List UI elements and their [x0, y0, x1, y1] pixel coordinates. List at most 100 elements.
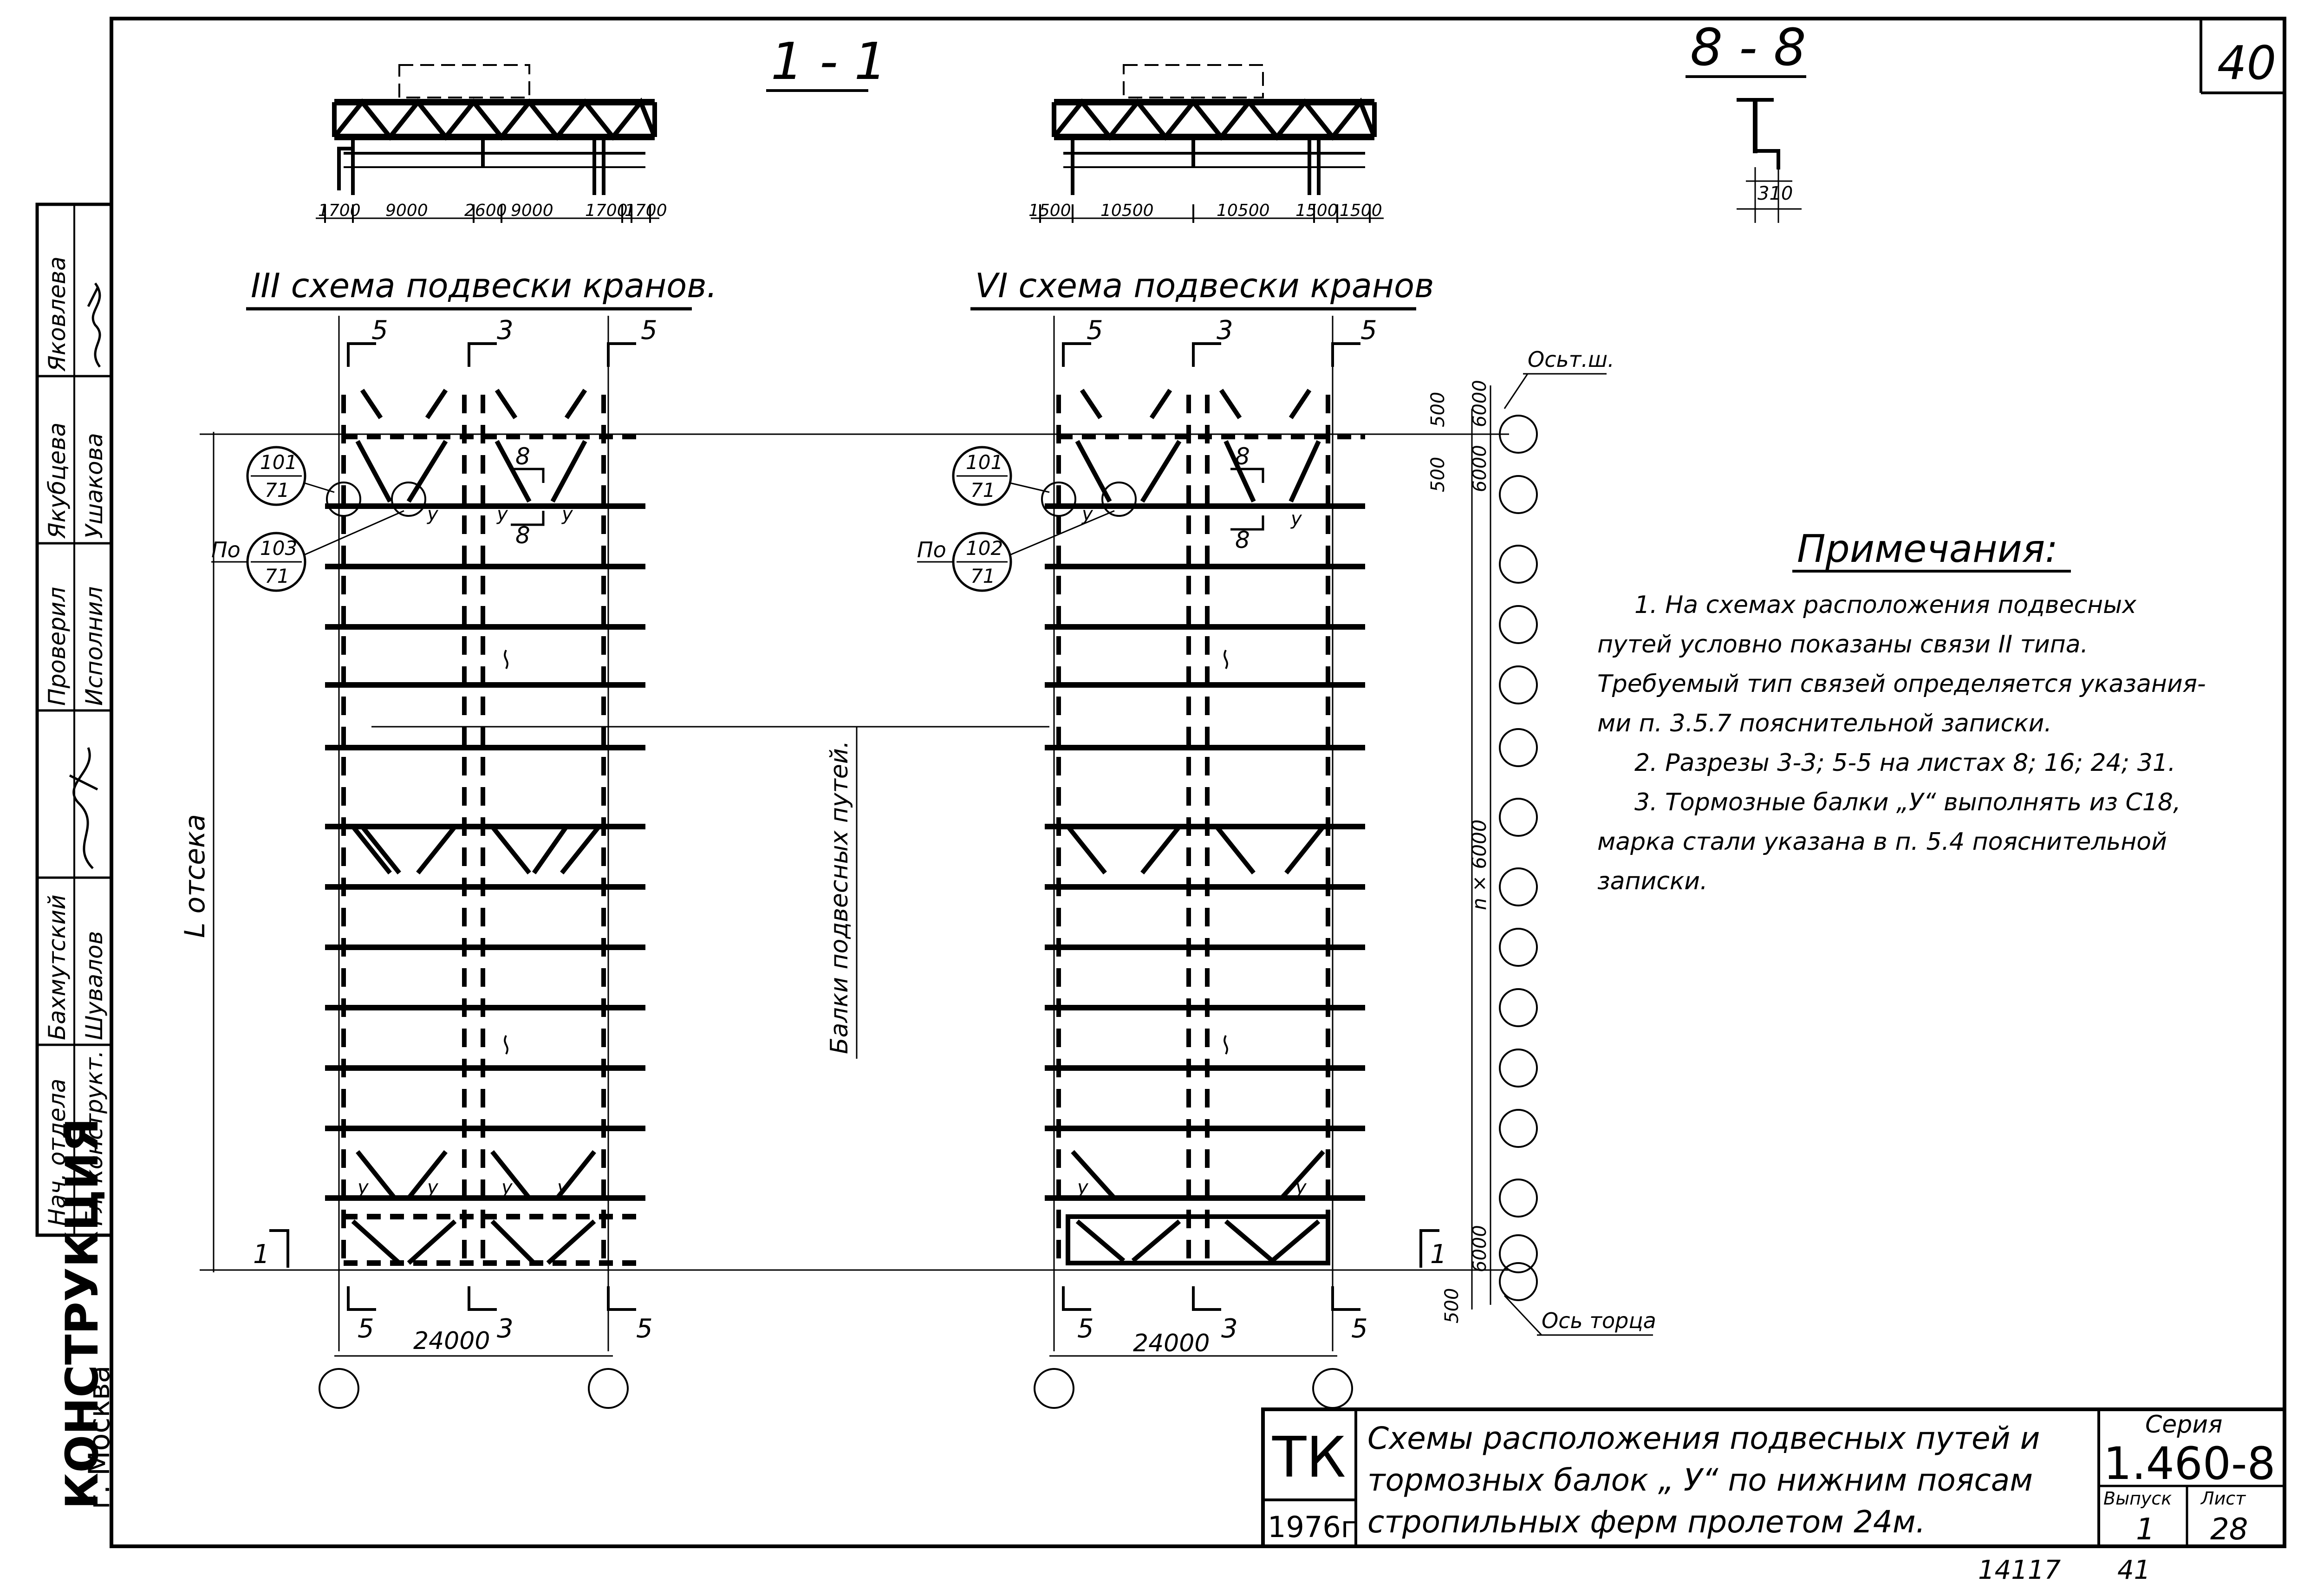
footer-number-1: 14117 — [1978, 1555, 2061, 1585]
notes-title: Примечания: — [1797, 527, 2058, 571]
note-line-1: 1. На схемах расположения подвесных — [1634, 591, 2137, 619]
cut-8-top-right: 8 — [1235, 443, 1250, 470]
side-role-2: Бахмутский — [44, 894, 71, 1040]
cut-5-bottom-c: 5 — [1077, 1314, 1094, 1344]
cut-5-top-a: 5 — [371, 315, 388, 345]
stamp-org-code: ТК — [1272, 1426, 1346, 1490]
dim-left-3: 2600 — [464, 201, 507, 220]
callout-right-2-top: 102 — [966, 537, 1003, 560]
cut-5-top-b: 5 — [641, 315, 657, 345]
callout-left-1-bottom: 71 — [265, 479, 289, 502]
cut-5-bottom-a: 5 — [358, 1314, 374, 1344]
signature-2 — [87, 282, 101, 368]
scheme-right-title: VI схема подвески кранов — [975, 266, 1434, 305]
scheme-right: 1500 10500 10500 1500 1500 VI схема подв… — [917, 64, 1447, 1409]
stamp-year: 1976г — [1268, 1510, 1356, 1544]
scheme-left-title: III схема подвески кранов. — [251, 266, 717, 305]
callout-left-2-bottom: 71 — [265, 565, 289, 587]
dim-left-6: 1700 — [625, 201, 667, 220]
beam-y-label-5: у — [427, 1177, 439, 1198]
beam-y-label-r2: у — [1290, 508, 1302, 529]
note-line-4: ми п. 3.5.7 пояснительной записки. — [1597, 710, 2052, 737]
note-line-8: записки. — [1597, 867, 1708, 895]
note-line-3: Требуемый тип связей определяется указан… — [1597, 670, 2206, 698]
cut-3-top-r: 3 — [1217, 315, 1233, 345]
stamp-title-3: стропильных ферм пролетом 24м. — [1367, 1504, 1926, 1540]
note-line-5: 2. Разрезы 3-3; 5-5 на листах 8; 16; 24;… — [1634, 749, 2175, 777]
section-1-1-label: 1 - 1 — [771, 32, 887, 91]
sheet-number-box: 40 — [2200, 19, 2284, 94]
cut-5-bottom-d: 5 — [1351, 1314, 1368, 1344]
sheet-label: Лист — [2200, 1488, 2246, 1509]
callout-left-2-top: 103 — [260, 537, 297, 560]
note-line-7: марка стали указана в п. 5.4 пояснительн… — [1597, 828, 2167, 856]
axis-marker-right-b — [1312, 1368, 1353, 1409]
title-block: ТК 1976г Схемы расположения подвесных пу… — [1261, 1407, 2286, 1548]
section-8-8-label: 8 - 8 — [1690, 18, 1806, 77]
side-name-1: Гл. конструкт. — [81, 1050, 108, 1226]
beam-y-label-6: у — [501, 1177, 513, 1198]
bay-length-dim: L отсека — [179, 432, 1509, 1272]
cut-1-right: 1 — [1430, 1239, 1447, 1270]
dim-left-4: 9000 — [511, 201, 553, 220]
sheet-frame — [110, 17, 2286, 1548]
dim-500-bottom: 500 — [1441, 1288, 1463, 1323]
side-org: КОНСТРУКЦИЯ — [56, 1118, 108, 1509]
cut-5-top-d: 5 — [1360, 315, 1377, 345]
dim-6000-top-b: 6000 — [1469, 445, 1490, 492]
series-value: 1.460-8 — [2103, 1438, 2276, 1490]
side-role-6: Яковлева — [44, 256, 71, 372]
callout-left-2-prefix: По — [211, 537, 241, 562]
side-name-5: Ушакова — [81, 433, 108, 539]
dim-500-top: 500 — [1427, 392, 1449, 427]
plan-left: у у у у у у у 8 8 5 3 5 5 3 5 — [211, 315, 657, 1409]
beam-y-label-4: у — [357, 1177, 369, 1198]
beam-y-label-2: у — [496, 503, 508, 525]
stamp-title-1: Схемы расположения подвесных путей и — [1367, 1420, 2040, 1456]
bay-length-label: L отсека — [179, 814, 211, 938]
cut-3-top: 3 — [497, 315, 514, 345]
dim-left-1: 1700 — [318, 201, 361, 220]
dim-6000-bottom: 6000 — [1469, 1225, 1490, 1272]
dim-left-5: 1700 — [585, 201, 628, 220]
callout-right-1-bottom: 71 — [970, 479, 995, 502]
axis-column: 500 6000 500 6000 n × 6000 6000 500 Осьт… — [1427, 347, 1656, 1336]
section-8-8-dim: 310 — [1757, 183, 1793, 204]
cut-8-bottom-right: 8 — [1235, 527, 1250, 554]
cut-8-bottom-left: 8 — [515, 522, 530, 549]
cut-5-bottom-b: 5 — [636, 1314, 653, 1344]
callout-left-1 — [246, 446, 306, 506]
dim-left-2: 9000 — [385, 201, 428, 220]
callout-right-2-bottom: 71 — [970, 565, 995, 587]
beam-y-label-7: у — [557, 1177, 569, 1198]
callout-left-1-top: 101 — [260, 451, 297, 474]
axis-marker-left-b — [588, 1368, 629, 1409]
beam-y-label-1: у — [427, 503, 439, 525]
note-line-6: 3. Тормозные балки „У“ выполнять из С18, — [1634, 788, 2180, 816]
dim-right-5: 1500 — [1340, 201, 1382, 220]
axis-marker-left-a — [319, 1368, 359, 1409]
cut-3-bottom: 3 — [497, 1314, 514, 1344]
cut-5-top-c: 5 — [1087, 315, 1103, 345]
beam-y-label-3: у — [561, 503, 573, 525]
callout-right-1-top: 101 — [966, 451, 1003, 474]
axis-ts-label: Осьт.ш. — [1528, 347, 1614, 372]
callout-right-2-prefix: По — [917, 537, 946, 562]
side-role-5: Якубцева — [44, 423, 71, 539]
dim-right-3: 10500 — [1217, 201, 1270, 220]
sheet-value: 28 — [2210, 1512, 2248, 1547]
side-stamp: Нач. отдела Гл. конструкт. Бахмутский Шу… — [37, 256, 116, 1509]
footer-number-2: 41 — [2117, 1555, 2150, 1585]
cut-3-bottom-r: 3 — [1221, 1314, 1238, 1344]
dim-6000-top-a: 6000 — [1469, 380, 1490, 427]
scheme-left: 1700 9000 2600 9000 1700 1700 III схема … — [211, 64, 717, 1409]
span-dim-left: 24000 — [413, 1327, 490, 1355]
axis-end-label: Ось торца — [1542, 1308, 1656, 1333]
sheet-number: 40 — [2217, 36, 2276, 90]
dim-right-2: 10500 — [1100, 201, 1154, 220]
beam-y-label-r3: у — [1077, 1177, 1089, 1198]
beam-y-label-r4: у — [1295, 1177, 1307, 1198]
issue-value: 1 — [2136, 1512, 2155, 1547]
signature-1 — [69, 747, 98, 869]
note-line-2: путей условно показаны связи II типа. — [1597, 631, 2088, 658]
